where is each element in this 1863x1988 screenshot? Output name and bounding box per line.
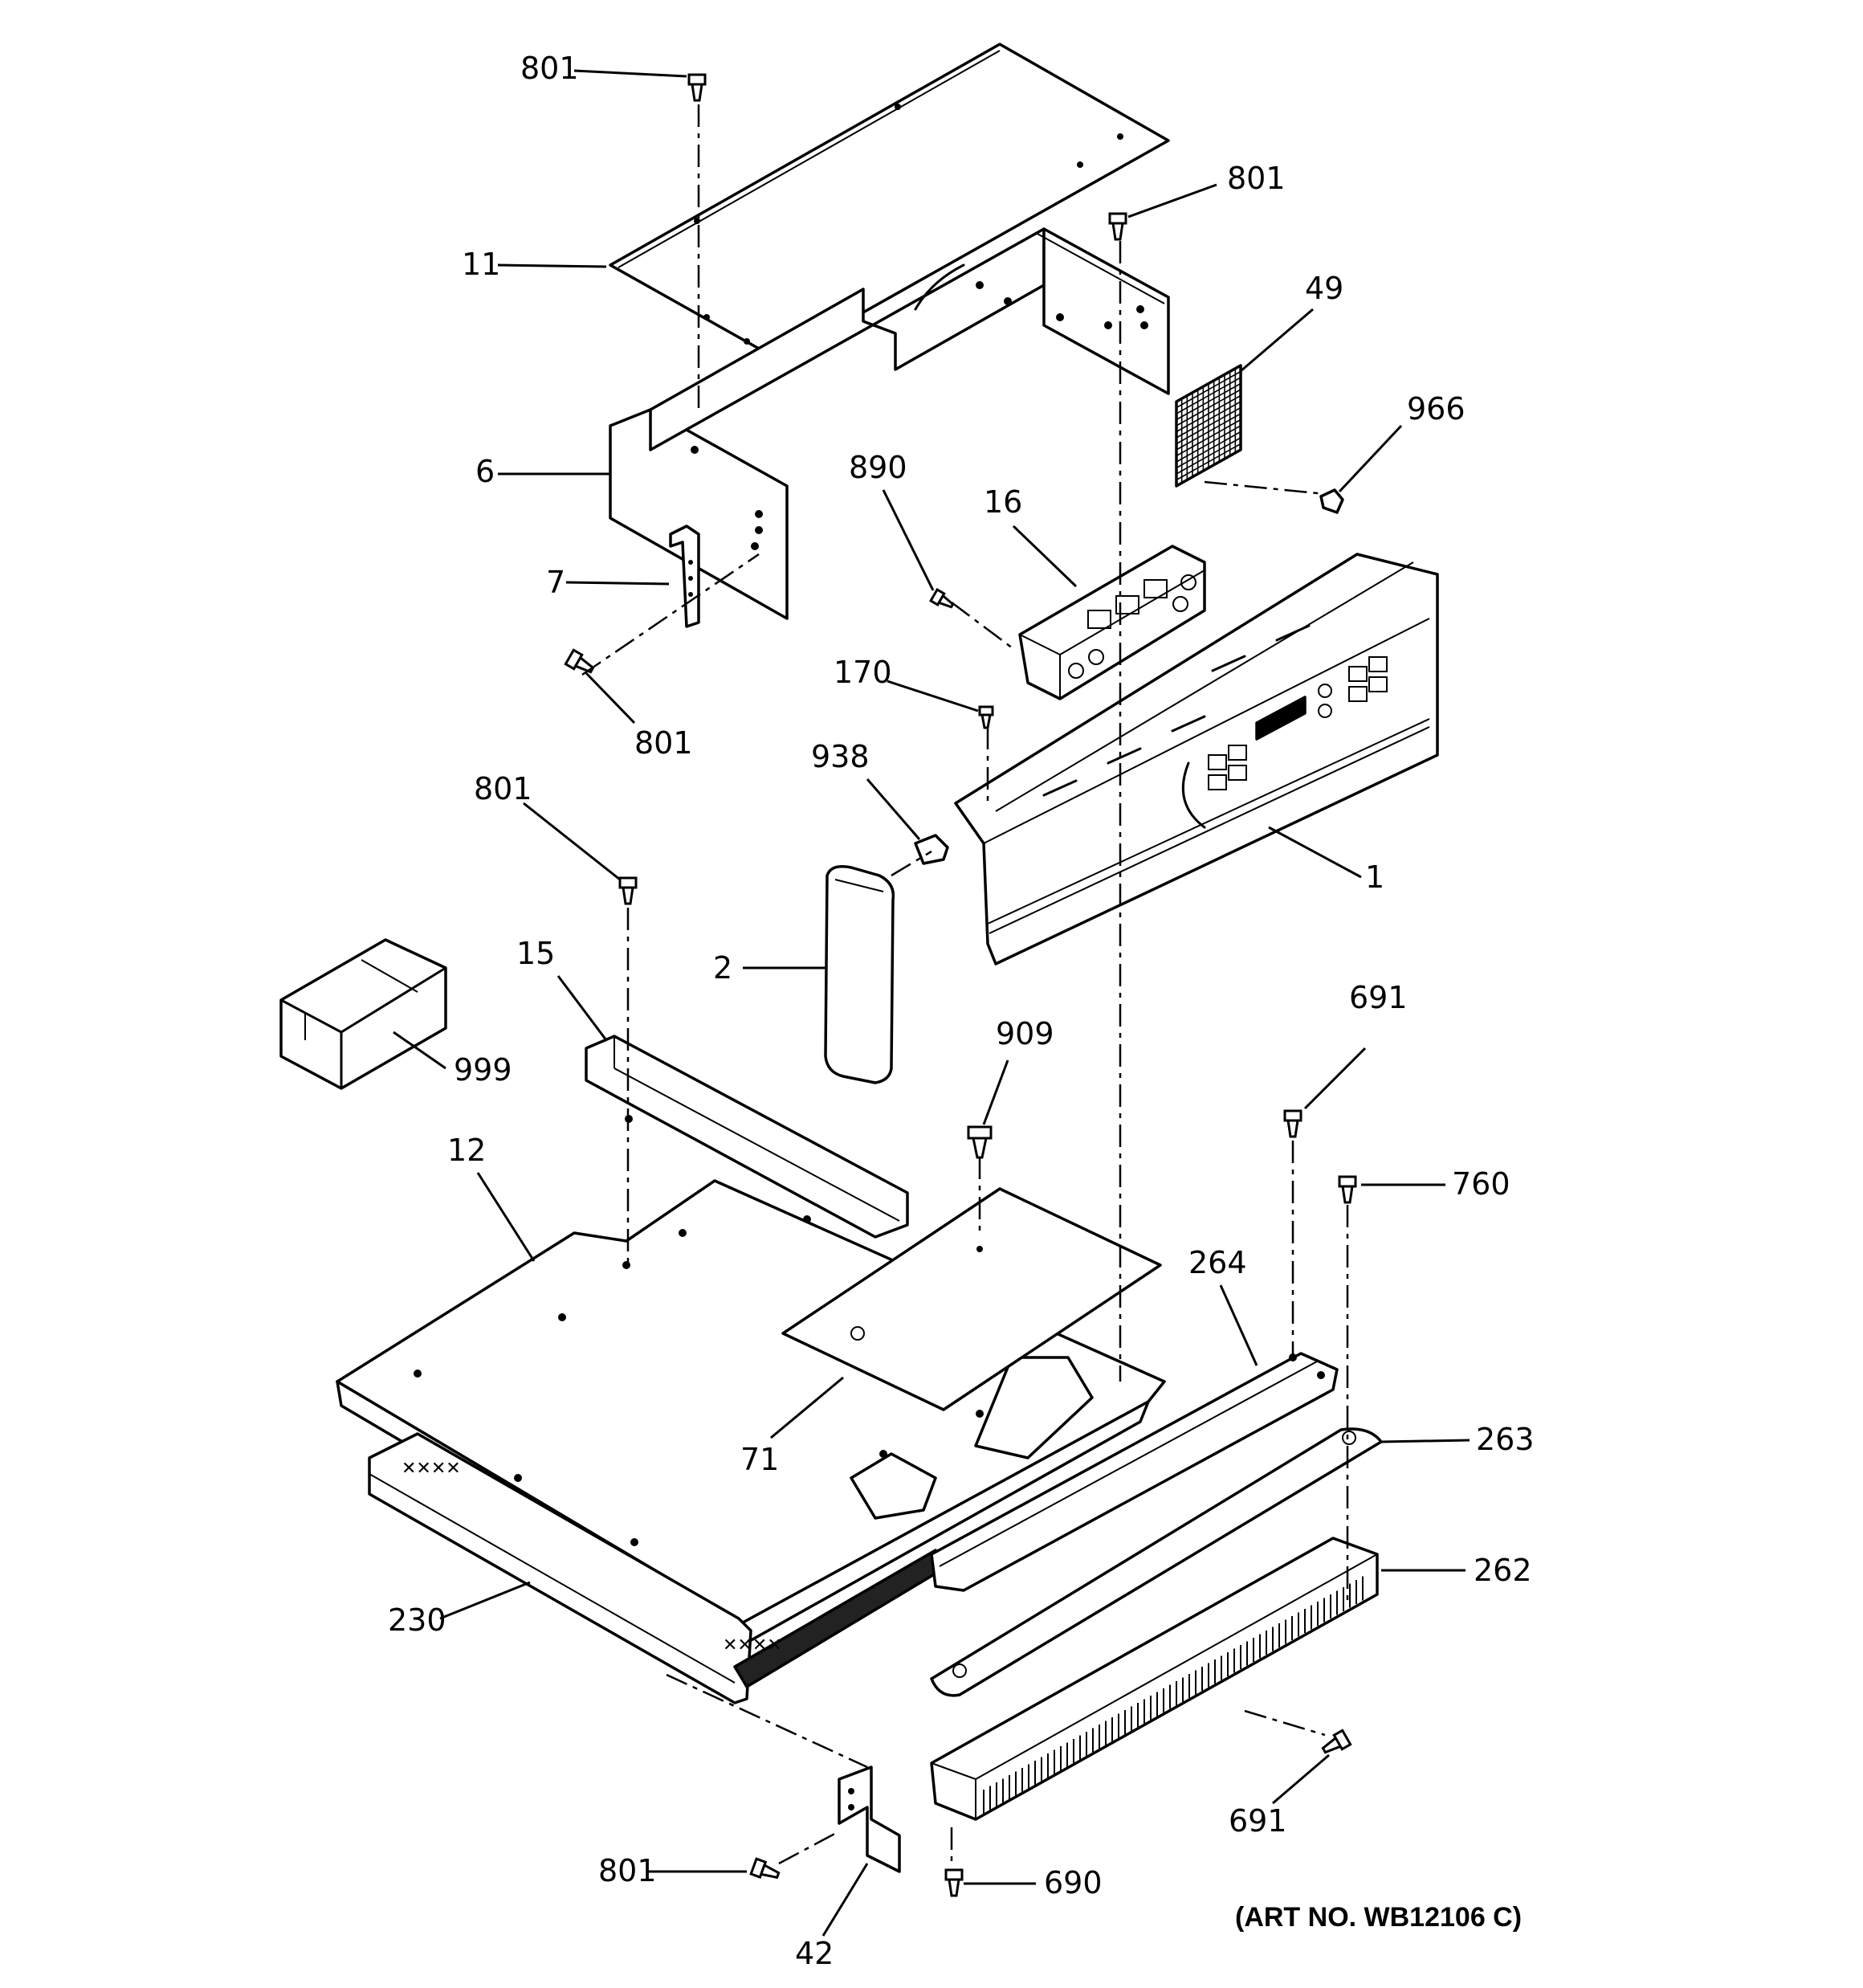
callout-1: 1 — [1365, 859, 1384, 895]
screw-icon — [618, 876, 638, 905]
callout-262: 262 — [1474, 1553, 1532, 1588]
callout-690: 690 — [1044, 1865, 1103, 1900]
leader-lines — [393, 69, 1470, 1937]
screw-icon — [1321, 1729, 1352, 1754]
callout-801: 801 — [634, 725, 693, 761]
part-1-control-panel — [954, 553, 1439, 965]
callout-938: 938 — [811, 739, 870, 774]
callout-labels: 801 11 801 49 966 6 890 16 7 170 801 801… — [388, 51, 1535, 1971]
mesh-line — [1176, 394, 1241, 433]
mesh-line — [1176, 418, 1241, 457]
part-263-trim-bar — [930, 1427, 1383, 1697]
callout-801: 801 — [474, 771, 532, 806]
alignment-lines — [581, 104, 1349, 1868]
callout-263: 263 — [1476, 1422, 1535, 1457]
mesh-line — [1176, 437, 1241, 475]
callout-7: 7 — [546, 565, 565, 600]
callout-999: 999 — [454, 1052, 512, 1088]
part-42-bracket — [838, 1766, 901, 1873]
screw-icon — [978, 705, 994, 729]
svg-text:✕✕✕✕: ✕✕✕✕ — [723, 1635, 782, 1655]
part-49-mesh-screen — [1175, 364, 1242, 488]
part-966-clip — [1319, 488, 1344, 514]
callout-6: 6 — [475, 454, 495, 489]
screw-icon — [687, 73, 707, 102]
callout-230: 230 — [388, 1602, 446, 1638]
mesh-line — [1176, 406, 1241, 445]
screws — [564, 73, 1357, 1897]
part-6-back-wrapper — [609, 227, 1170, 620]
mesh-line — [1176, 443, 1241, 481]
screw-icon — [929, 588, 955, 609]
callout-170: 170 — [834, 655, 892, 690]
callout-890: 890 — [849, 450, 907, 485]
callout-909: 909 — [996, 1016, 1054, 1051]
part-11-top-cover — [609, 43, 1170, 361]
callout-966: 966 — [1407, 391, 1466, 427]
mesh-line — [1176, 382, 1241, 421]
callout-801: 801 — [1227, 161, 1286, 196]
mesh-line — [1176, 431, 1241, 469]
mesh-line — [1176, 389, 1241, 427]
svg-text:✕✕✕✕: ✕✕✕✕ — [402, 1459, 461, 1479]
screw-icon — [564, 648, 595, 674]
callout-16: 16 — [984, 484, 1022, 520]
screw-icon — [1108, 212, 1127, 241]
callout-71: 71 — [740, 1442, 779, 1477]
callout-12: 12 — [447, 1133, 486, 1168]
callout-801: 801 — [520, 51, 579, 86]
callout-15: 15 — [516, 936, 555, 971]
callout-2: 2 — [713, 950, 732, 986]
part-2-end-cap — [824, 865, 895, 1084]
callout-42: 42 — [795, 1936, 834, 1971]
screw-icon — [1283, 1109, 1302, 1138]
part-16-control-board — [1018, 545, 1206, 700]
mesh-line — [1176, 370, 1241, 409]
art-number: (ART NO. WB12106 C) — [1235, 1902, 1522, 1933]
part-71-shield — [781, 1187, 1162, 1411]
screw-icon — [1338, 1175, 1357, 1204]
callout-49: 49 — [1305, 271, 1343, 306]
callout-801: 801 — [598, 1853, 657, 1888]
part-7-bracket — [669, 525, 700, 628]
screw-icon — [967, 1125, 993, 1159]
callout-264: 264 — [1188, 1245, 1247, 1280]
mesh-line — [1176, 425, 1241, 463]
callout-11: 11 — [462, 247, 500, 282]
part-264-rail — [930, 1352, 1339, 1592]
part-230-vent-trim: ✕✕✕✕ ✕✕✕✕ — [368, 1432, 949, 1704]
callout-691: 691 — [1229, 1803, 1287, 1839]
screw-icon — [749, 1857, 781, 1880]
mesh-line — [1176, 377, 1241, 414]
mesh-line — [1176, 413, 1241, 451]
callout-760: 760 — [1452, 1166, 1510, 1202]
callout-691: 691 — [1349, 980, 1408, 1015]
part-938-clip — [914, 834, 949, 865]
mesh-line — [1176, 401, 1241, 439]
part-999-box — [279, 938, 447, 1090]
screw-icon — [944, 1868, 964, 1897]
part-262-vent-grille — [930, 1537, 1379, 1821]
